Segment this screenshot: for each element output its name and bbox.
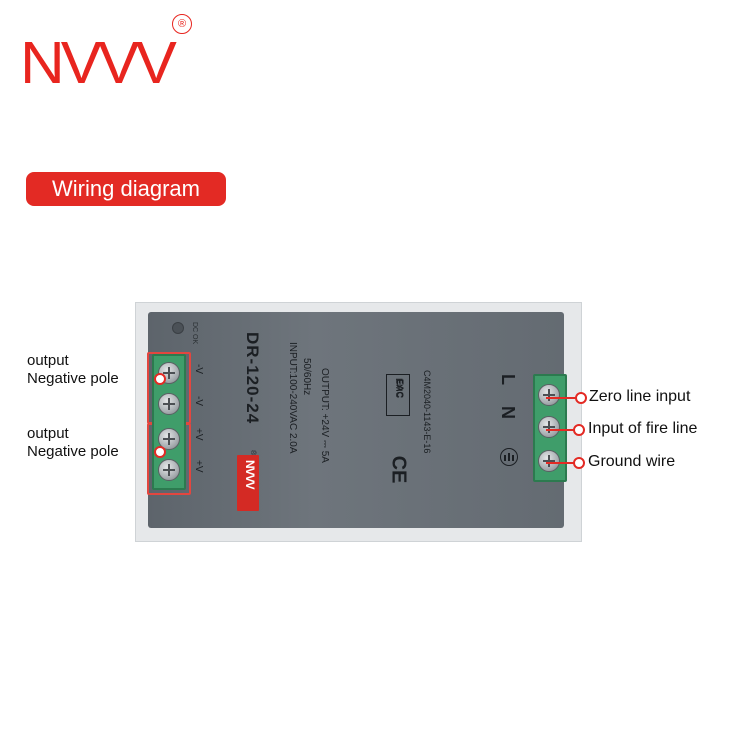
callout-left-2-line2: Negative pole bbox=[27, 443, 119, 460]
callout-left-2-dot bbox=[154, 446, 166, 458]
dc-ok-label: DC OK bbox=[191, 322, 198, 345]
psu-front-panel bbox=[148, 312, 564, 528]
callout-right-3-leader bbox=[546, 462, 576, 464]
callout-right-2-label: Input of fire line bbox=[588, 420, 698, 437]
brand-logo: NVVV bbox=[20, 30, 177, 97]
callout-right-2-leader bbox=[546, 429, 576, 431]
diagram-title: Wiring diagram bbox=[26, 172, 226, 206]
callout-left-1-line2: Negative pole bbox=[27, 370, 119, 387]
callout-right-1-leader bbox=[546, 397, 582, 399]
mini-registered-mark: ® bbox=[249, 450, 256, 456]
callout-right-1-label: Zero line input bbox=[589, 388, 691, 405]
callout-right-2-dot bbox=[573, 424, 585, 436]
input-spec: INPUT:100-240VAC 2.0A bbox=[287, 342, 298, 454]
registered-mark: ® bbox=[172, 14, 192, 34]
callout-left-2-line1: output bbox=[27, 425, 69, 442]
eac-mark-icon: EAC bbox=[386, 374, 410, 416]
callout-left-1-dot bbox=[154, 373, 166, 385]
terminal-label-minus-v-1: -V bbox=[193, 364, 204, 374]
screw-icon bbox=[158, 459, 180, 481]
callout-right-1-dot bbox=[575, 392, 587, 404]
frequency-spec: 50/60Hz bbox=[301, 358, 312, 396]
mini-brand-logo: NVVV bbox=[237, 455, 259, 511]
screw-icon bbox=[538, 384, 560, 406]
callout-right-3-label: Ground wire bbox=[588, 453, 676, 470]
terminal-label-plus-v-2: +V bbox=[193, 460, 204, 473]
certification-code: C4M2040-1143-E-16 bbox=[422, 370, 432, 454]
terminal-label-plus-v-1: +V bbox=[193, 428, 204, 441]
callout-right-3-dot bbox=[573, 457, 585, 469]
terminal-label-n: N bbox=[498, 406, 518, 419]
output-spec: OUTPUT: +24V ⎓ 5A bbox=[319, 368, 330, 463]
callout-left-1-line1: output bbox=[27, 352, 69, 369]
ground-symbol-icon bbox=[500, 448, 518, 466]
emc-mark: EMC bbox=[394, 378, 404, 398]
dc-ok-led-icon bbox=[172, 322, 184, 334]
screw-icon bbox=[538, 416, 560, 438]
screw-icon bbox=[158, 393, 180, 415]
terminal-label-l: L bbox=[498, 374, 518, 385]
screw-icon bbox=[538, 450, 560, 472]
model-number: DR-120-24 bbox=[243, 332, 262, 425]
ce-mark: CE bbox=[387, 455, 410, 484]
screw-icon bbox=[158, 428, 180, 450]
terminal-label-minus-v-2: -V bbox=[193, 396, 204, 406]
